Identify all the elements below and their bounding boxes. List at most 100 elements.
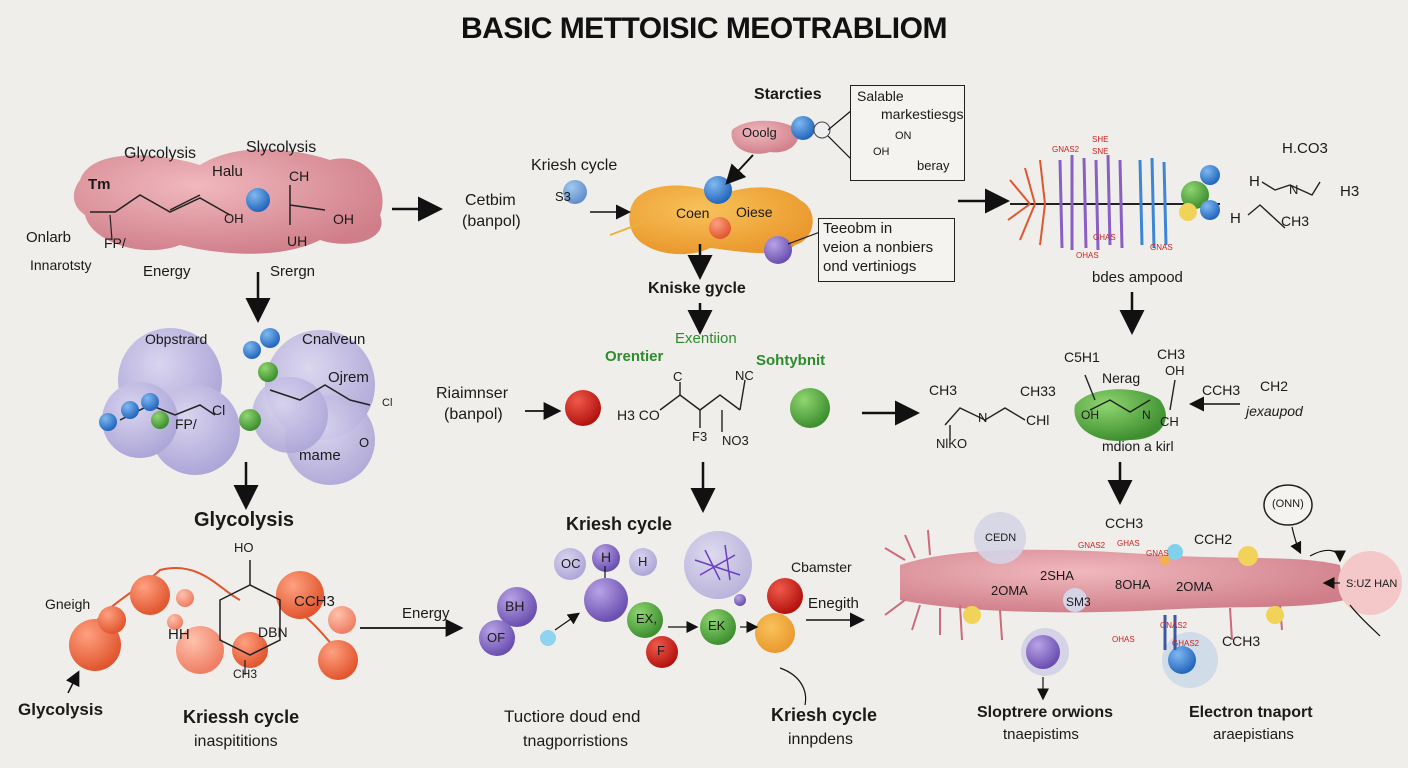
label-n-green: N	[1142, 408, 1151, 422]
salable-beray: beray	[917, 158, 950, 173]
red-label-b3: GNAS	[1146, 549, 1169, 558]
label-enegith: Enegith	[808, 595, 859, 612]
label-cch2-bottom-right: CCH2	[1194, 531, 1233, 547]
label-h-bottom: H	[1230, 210, 1241, 227]
label-c: C	[673, 369, 683, 384]
ball-of: OF	[487, 630, 506, 645]
label-h-left: H	[1249, 173, 1260, 190]
caption-tuctiore: Tuctiore doud end	[504, 707, 641, 726]
caption-araepistians: araepistians	[1213, 726, 1294, 743]
label-nc: NC	[735, 368, 754, 383]
label-hh: HH	[168, 626, 190, 643]
label-ojrem: Ojrem	[328, 369, 369, 386]
kriesh-cycle-orange-molecule	[563, 116, 831, 264]
label-banpol-top: (banpol)	[462, 213, 521, 230]
label-starcties: Starcties	[754, 86, 822, 103]
label-cbamster: Cbamster	[791, 559, 852, 575]
ball-f: F	[657, 643, 665, 658]
label-sm: SM3	[1066, 595, 1091, 609]
label-sohtybnit: Sohtybnit	[756, 352, 826, 369]
caption-sloptrere: Sloptrere orwions	[977, 704, 1114, 721]
label-suz: S:UZ HAN	[1346, 578, 1398, 590]
label-conn: (ONN)	[1272, 498, 1304, 510]
label-mdion: mdion a kirl	[1102, 438, 1174, 454]
label-halu: Halu	[212, 163, 243, 180]
label-ch-green: CH	[1160, 414, 1179, 429]
ball-oc: OC	[561, 556, 581, 571]
orange-molecule-chain	[69, 560, 358, 680]
red-label-b6: GHAS2	[1172, 639, 1200, 648]
label-zsha: 2SHA	[1040, 568, 1074, 583]
teeobm-line-3: ond vertiniogs	[823, 258, 917, 275]
label-cch3-left: CCH3	[294, 593, 335, 610]
protein-complex	[1007, 154, 1220, 251]
red-label-b5: GNAS2	[1160, 621, 1188, 630]
caption-electron: Electron tnaport	[1189, 704, 1313, 721]
label-hco3: H.CO3	[1282, 140, 1328, 157]
label-n-top-right: N	[1289, 182, 1299, 197]
label-ch3-top-right: CH3	[1281, 213, 1310, 229]
label-energy: Energy	[143, 263, 191, 280]
teeobm-info-box: Teeobm in veion a nonbiers ond vertiniog…	[818, 218, 955, 282]
red-label-5: GNAS	[1150, 243, 1173, 252]
caption-inaspititions: inaspititions	[194, 733, 278, 750]
label-gneigh: Gneigh	[45, 596, 91, 612]
red-label-b2: GHAS	[1117, 539, 1140, 548]
ball-ex2: EK	[708, 618, 726, 633]
mid-right-molecule	[944, 374, 1176, 441]
label-mame: mame	[299, 447, 341, 464]
label-banpol-mid: (banpol)	[444, 406, 503, 423]
caption-tnagporristions: tnagporristions	[523, 733, 628, 750]
caption-kriessh-cycle: Kriessh cycle	[183, 707, 300, 727]
label-ch2-mid-right: CH2	[1260, 378, 1289, 394]
label-nerag: Nerag	[1102, 370, 1141, 386]
red-label-4: GHAS	[1093, 233, 1116, 242]
label-orentier: Orentier	[605, 348, 664, 365]
label-nlko: NlKO	[936, 436, 968, 451]
label-cl-right: Cl	[382, 397, 393, 409]
label-cedn: CEDN	[985, 532, 1017, 544]
label-slycolysis: Slycolysis	[246, 139, 317, 156]
label-o: O	[359, 435, 370, 450]
heading-kriesh-cycle: Kriesh cycle	[566, 514, 673, 534]
electron-transport-membrane	[884, 484, 1402, 688]
label-dbn: DBN	[258, 624, 288, 640]
label-coen: Coen	[676, 205, 710, 221]
ball-ex1: EX,	[636, 611, 657, 626]
ball-h-1: H	[601, 549, 612, 565]
label-ch3-mid-right: CH3	[929, 382, 958, 398]
salable-oh: OH	[873, 146, 890, 158]
label-glycolysis: Glycolysis	[124, 145, 197, 162]
label-bdes-ampood: bdes ampood	[1092, 269, 1183, 286]
label-kniske-gycle: Kniske gycle	[648, 280, 746, 297]
label-obpstrard: Obpstrard	[145, 331, 208, 347]
label-cch3-bottom-right: CCH3	[1105, 515, 1144, 531]
label-zona-1: 2OMA	[991, 583, 1028, 598]
label-h3co: H3 CO	[617, 407, 660, 423]
label-s3: S3	[555, 189, 571, 204]
label-no3: NO3	[722, 433, 749, 448]
label-oh-top-mid-right: OH	[1165, 363, 1185, 378]
label-fp: FP/	[104, 235, 126, 251]
label-ho: HO	[234, 540, 254, 555]
lavender-molecule-cluster	[99, 328, 375, 485]
label-kriesh-cycle-top: Kriesh cycle	[531, 157, 618, 174]
label-cetbim: Cetbim	[465, 192, 516, 209]
label-f3: F3	[692, 429, 708, 444]
red-label-b1: GNAS2	[1078, 541, 1106, 550]
label-ooolg: Ooolg	[742, 125, 777, 140]
diagram-title: BASIC METTOISIC MEOTRABLIOM	[461, 12, 947, 45]
salable-line-2: markestiesgs	[881, 106, 964, 122]
mid-center-reaction	[525, 379, 920, 432]
label-oh-green: OH	[1081, 408, 1099, 422]
label-ch: CH	[289, 168, 310, 184]
caption-glycolysis: Glycolysis	[18, 700, 104, 719]
label-cch3-mid-right: CCH3	[1202, 382, 1241, 398]
label-cch3-bottom: CCH3	[1222, 633, 1261, 649]
heading-glycolysis: Glycolysis	[194, 509, 295, 531]
label-fp-mid: FP/	[175, 416, 197, 432]
label-onlarb: Onlarb	[26, 229, 72, 246]
salable-on: ON	[895, 130, 912, 142]
